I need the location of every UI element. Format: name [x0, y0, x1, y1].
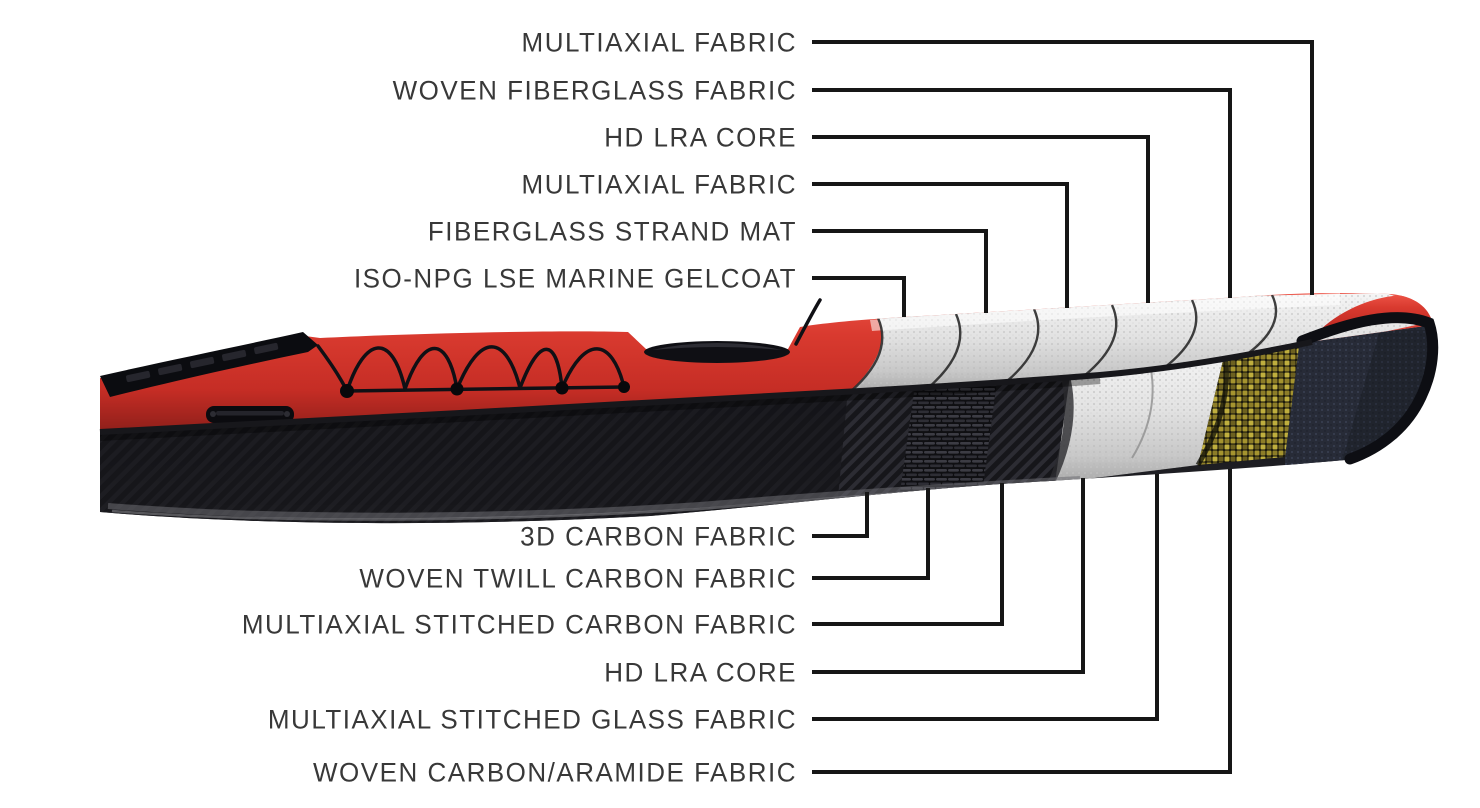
leader-lines [812, 40, 1314, 774]
stern-handle [206, 406, 294, 423]
deck-fabric-highlight [870, 293, 1340, 331]
label-woven-twill-carbon-fabric: WOVEN TWILL CARBON FABRIC [359, 562, 797, 594]
label-3d-carbon-fabric: 3D CARBON FABRIC [520, 520, 797, 552]
hull-kevlar-left-edge [1195, 351, 1229, 467]
leader-iso-npg-lse-marine-gelcoat [812, 276, 906, 317]
leader-multiaxial-stitched-glass [812, 474, 1159, 721]
label-hd-lra-core-top: HD LRA CORE [604, 121, 797, 153]
bow-rim-band [1296, 312, 1439, 465]
hull-seam-shadow [100, 374, 1101, 441]
hull-white-left-edge-shadow [1047, 376, 1074, 484]
hull-white-texture [1055, 352, 1225, 483]
leader-woven-fiberglass-fabric [812, 88, 1232, 298]
leader-multiaxial-fabric-top [812, 40, 1314, 295]
hull-kevlar-patch [1198, 338, 1300, 465]
deck-layer-separators [849, 294, 1278, 393]
label-iso-npg-lse-marine-gelcoat: ISO-NPG LSE MARINE GELCOAT [353, 262, 797, 294]
label-woven-fiberglass-fabric: WOVEN FIBERGLASS FABRIC [392, 74, 797, 106]
label-multiaxial-stitched-glass: MULTIAXIAL STITCHED GLASS FABRIC [267, 703, 797, 735]
label-multiaxial-fabric-top: MULTIAXIAL FABRIC [521, 26, 797, 58]
leader-hd-lra-core-top [812, 135, 1150, 303]
hull-twill-patch-a [838, 385, 915, 498]
label-hd-lra-core-bottom: HD LRA CORE [604, 656, 797, 688]
bungee-anchor-knobs [340, 381, 630, 398]
hull-coarse-weave-patch [900, 381, 997, 493]
label-fiberglass-strand-mat: FIBERGLASS STRAND MAT [427, 215, 797, 247]
label-multiaxial-stitched-carbon: MULTIAXIAL STITCHED CARBON FABRIC [241, 608, 797, 640]
leader-woven-carbon-aramide-fabric [812, 469, 1232, 774]
cockpit-rim-pads [126, 342, 279, 383]
hull-bottom-streak [107, 476, 1081, 519]
hull-twill-patch-b [983, 376, 1070, 487]
leader-multiaxial-fabric-top-2 [812, 182, 1069, 308]
front-hatch-shine [652, 343, 782, 350]
leader-multiaxial-stitched-carbon [812, 483, 1004, 626]
leader-3d-carbon-fabric [812, 492, 869, 538]
leader-woven-twill-carbon-fabric [812, 488, 930, 580]
leader-fiberglass-strand-mat [812, 229, 988, 313]
hull-core-glass-separator [1131, 363, 1154, 459]
leader-hd-lra-core-bottom [812, 478, 1085, 674]
deck-hull-seam [99, 339, 1313, 435]
deck-group [100, 293, 1439, 465]
label-multiaxial-fabric-top-2: MULTIAXIAL FABRIC [521, 168, 797, 200]
label-woven-carbon-aramide-fabric: WOVEN CARBON/ARAMIDE FABRIC [313, 756, 797, 788]
